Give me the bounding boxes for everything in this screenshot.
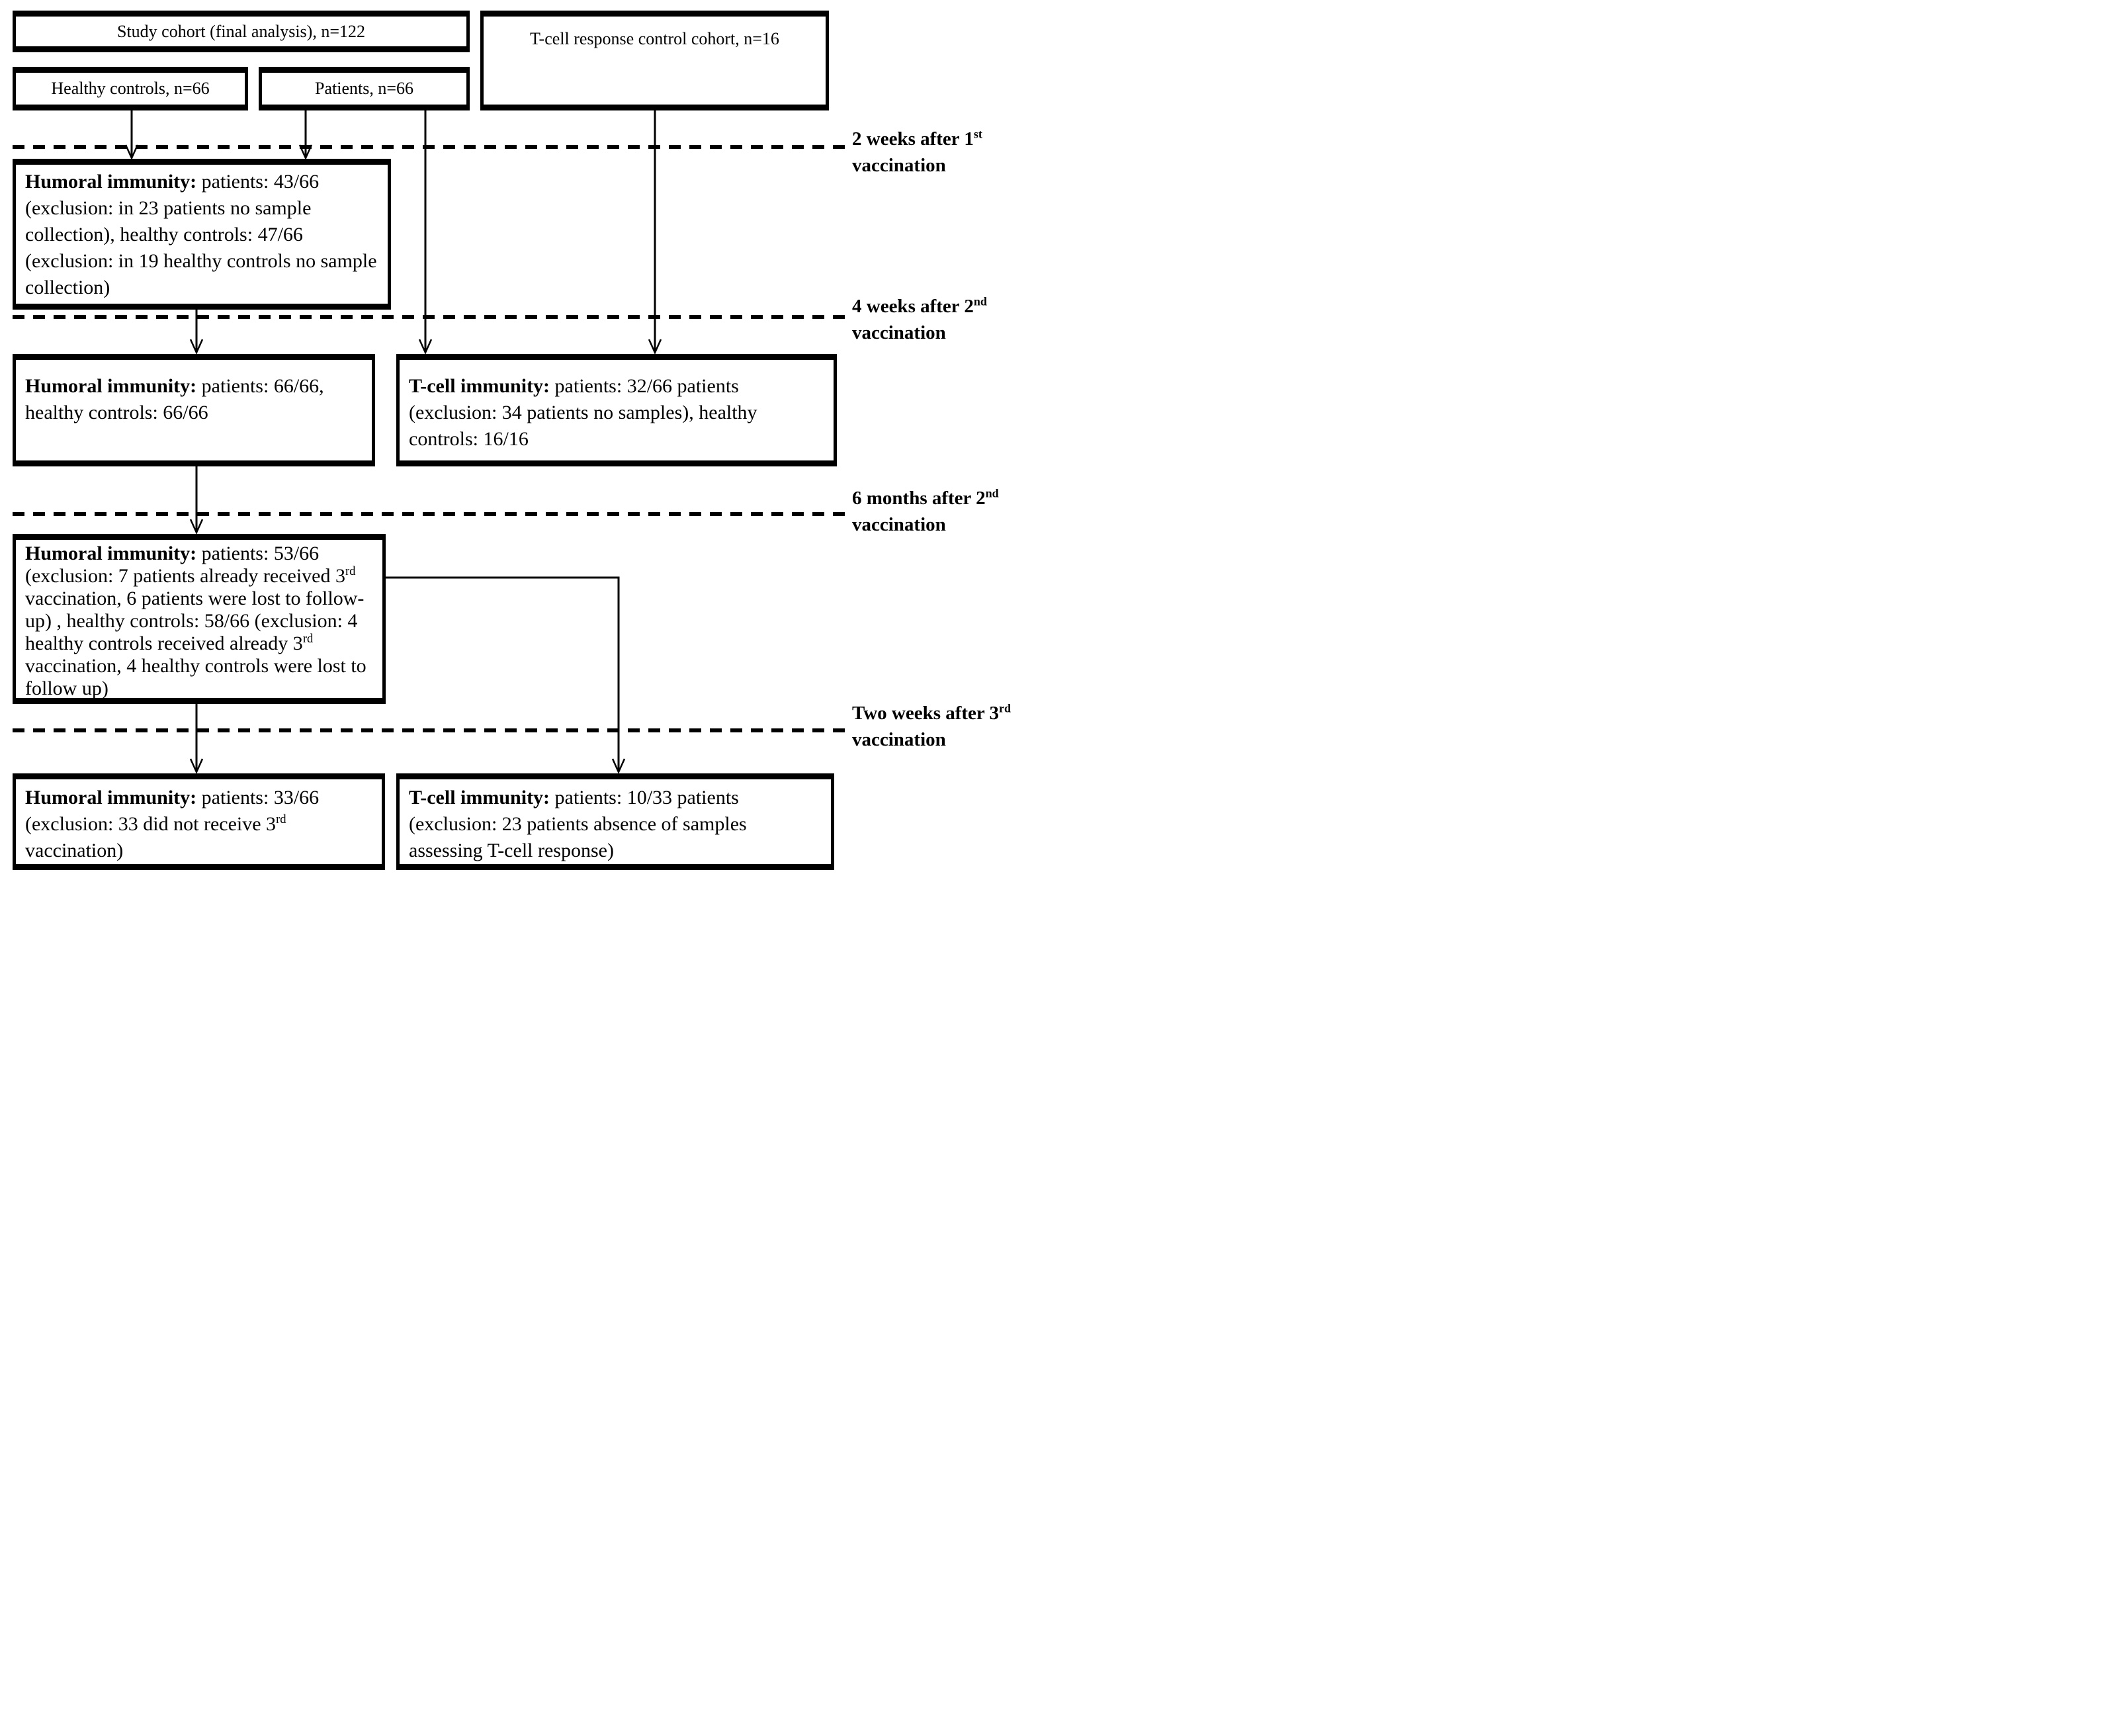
- connector-humoral-4w-to-humoral-6m: [189, 466, 204, 535]
- timeline-label-4w-after-2nd: 4 weeks after 2nd vaccination: [852, 294, 987, 343]
- connector-humoral-6m-to-tcell-3rd: [385, 576, 626, 775]
- study-cohort-label: Study cohort (final analysis), n=122: [117, 21, 365, 41]
- humoral-6m-after-2nd-box: Humoral immunity: patients: 53/66 (exclu…: [13, 534, 386, 704]
- patients-label: Patients, n=66: [315, 79, 413, 98]
- connector-patients-to-humoral-2w: [298, 110, 313, 161]
- healthy-controls-box: Healthy controls, n=66: [13, 67, 248, 110]
- timeline-label-2w-after-3rd: Two weeks after 3rd vaccination: [852, 701, 1011, 750]
- timeline-label-after-1st: 2 weeks after 1st vaccination: [852, 127, 982, 176]
- tcell-control-cohort-box: T-cell response control cohort, n=16: [480, 11, 829, 110]
- humoral-after-3rd-box: Humoral immunity: patients: 33/66 (exclu…: [13, 773, 385, 870]
- humoral-after-1st-box: Humoral immunity: patients: 43/66 (exclu…: [13, 159, 391, 310]
- arrowhead-down-icon: [418, 339, 433, 355]
- timeline-separator-4w-after-2nd: [13, 315, 847, 319]
- study-flow-diagram: Study cohort (final analysis), n=122 T-c…: [0, 0, 1056, 875]
- timeline-separator-2w-after-3rd: [13, 728, 847, 732]
- tcell-control-cohort-label: T-cell response control cohort, n=16: [530, 29, 779, 48]
- arrowhead-down-icon: [611, 758, 626, 775]
- arrowhead-down-icon: [189, 519, 204, 535]
- humoral-after-2nd-box: Humoral immunity: patients: 66/66, healt…: [13, 354, 375, 466]
- patients-box: Patients, n=66: [259, 67, 470, 110]
- timeline-separator-after-1st: [13, 145, 847, 149]
- connector-humoral-6m-to-humoral-3rd: [189, 704, 204, 775]
- arrowhead-down-icon: [189, 758, 204, 775]
- connector-healthy-to-humoral-2w: [124, 110, 139, 161]
- timeline-label-6m-after-2nd: 6 months after 2nd vaccination: [852, 486, 999, 535]
- arrowhead-down-icon: [189, 339, 204, 355]
- study-cohort-box: Study cohort (final analysis), n=122: [13, 11, 470, 52]
- tcell-after-3rd-box: T-cell immunity: patients: 10/33 patient…: [396, 773, 834, 870]
- healthy-controls-label: Healthy controls, n=66: [51, 79, 210, 98]
- timeline-separator-6m-after-2nd: [13, 512, 847, 516]
- arrowhead-down-icon: [648, 339, 662, 355]
- tcell-after-2nd-box: T-cell immunity: patients: 32/66 patient…: [396, 354, 837, 466]
